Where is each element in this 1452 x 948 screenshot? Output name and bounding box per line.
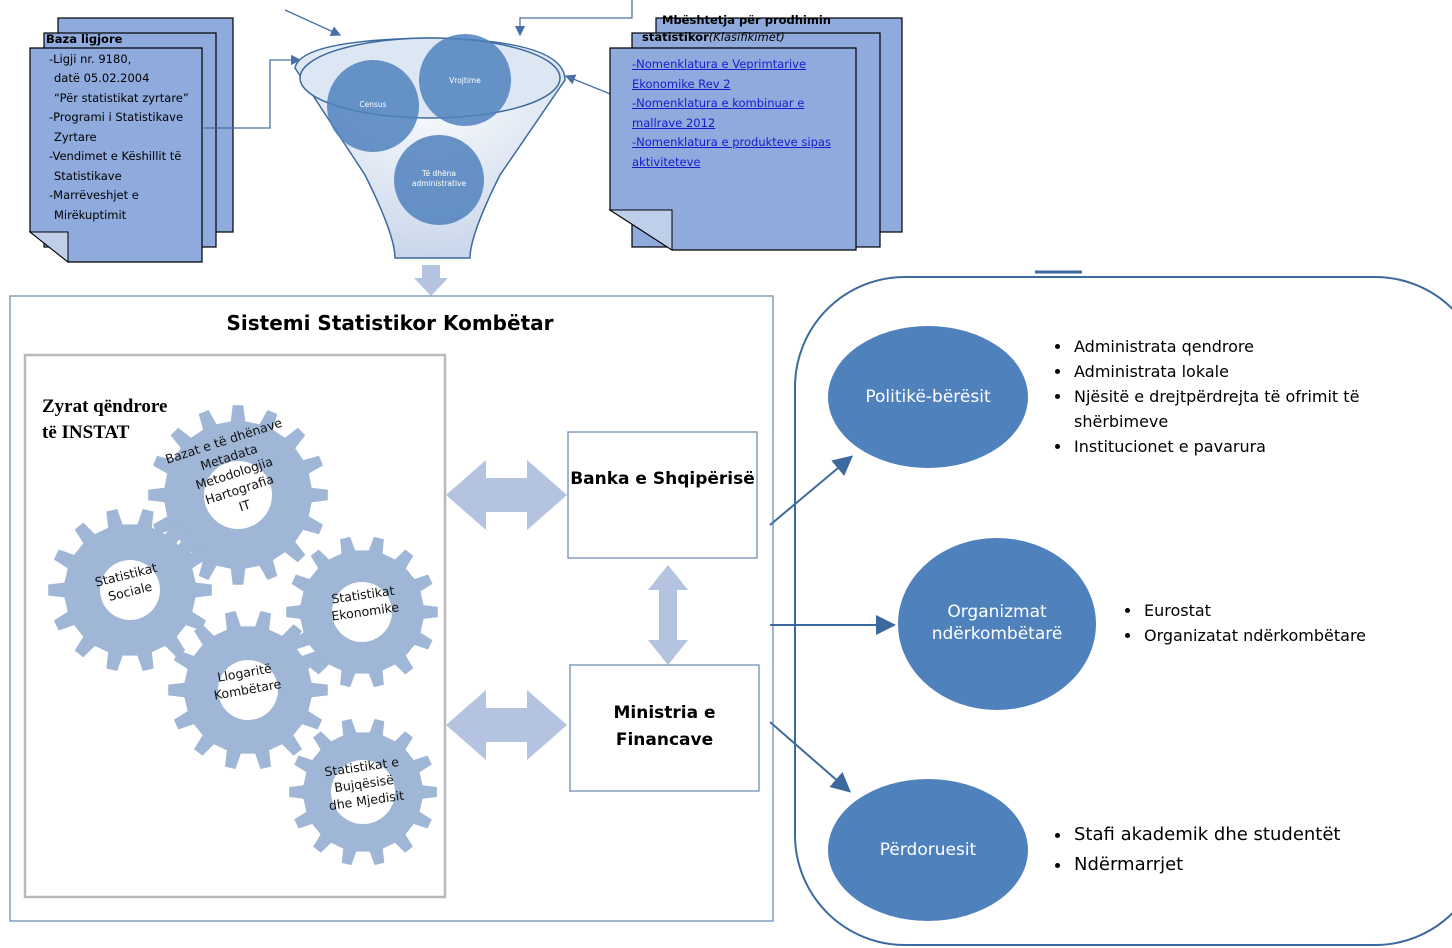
- list-item: Eurostat: [1142, 598, 1442, 623]
- legal-base-document-stack: [28, 17, 234, 264]
- double-arrows: [446, 460, 688, 760]
- instat-title: Zyrat qëndrore të INSTAT: [42, 394, 182, 446]
- gear-social-hub: [100, 560, 160, 620]
- down-arrow: [414, 265, 448, 296]
- classification-link-nace[interactable]: -Nomenklatura e Veprimtarive Ekonomike R…: [632, 57, 807, 91]
- users-list: Stafi akademik dhe studentët Ndërmarrjet: [1052, 820, 1412, 880]
- legal-base-line: Mirëkuptimit: [54, 207, 127, 222]
- classifications-title-italic: (Klasifikimet): [708, 30, 785, 44]
- legal-base-line: -Marrëveshjet e: [49, 188, 139, 202]
- legal-base-line: -Vendimet e Këshillit të: [49, 149, 182, 163]
- legal-base-line: “Për statistikat zyrtare”: [54, 90, 189, 105]
- list-item: Institucionet e pavarura: [1072, 434, 1412, 459]
- classifications-title-line2: statistikor: [642, 30, 709, 44]
- legal-base-line: -Ligji nr. 9180,: [49, 51, 132, 66]
- funnel-census-label: Census: [359, 100, 387, 109]
- list-item: Administrata lokale: [1072, 359, 1412, 384]
- classifications-title: Mbështetja për prodhimin statistikor(Kla…: [640, 12, 850, 46]
- gear-national-accounts-hub: [218, 660, 278, 720]
- international-organizations-circle: Organizmat ndërkombëtarë: [931, 602, 1063, 644]
- national-system-title: Sistemi Statistikor Kombëtar: [226, 311, 554, 335]
- list-item: Administrata qendrore: [1072, 334, 1412, 359]
- international-organizations-list: Eurostat Organizatat ndërkombëtare: [1122, 598, 1442, 648]
- classification-link-cpa[interactable]: -Nomenklatura e produkteve sipas aktivit…: [632, 135, 831, 169]
- list-item: Stafi akademik dhe studentët: [1072, 820, 1412, 850]
- list-item: Organizatat ndërkombëtare: [1142, 623, 1442, 648]
- list-item: Njësitë e drejtpërdrejta të ofrimit të s…: [1072, 384, 1412, 434]
- instat-title-line1: Zyrat qëndrore: [42, 396, 168, 417]
- legal-base-line: datë 05.02.2004: [54, 71, 150, 85]
- classification-link-cn[interactable]: -Nomenklatura e kombinuar e mallrave 201…: [632, 96, 805, 130]
- users-circle: Përdoruesit: [879, 840, 977, 860]
- gear-top-hub: [204, 461, 272, 529]
- legal-base-line: Statistikave: [54, 168, 122, 183]
- policy-makers-circle: Politikë-bërësit: [865, 387, 991, 407]
- legal-base-title: Baza ligjore: [46, 32, 123, 46]
- legal-base-text: Baza ligjore -Ligji nr. 9180, datë 05.02…: [46, 30, 206, 225]
- policy-makers-list: Administrata qendrore Administrata lokal…: [1052, 334, 1412, 459]
- list-item: Ndërmarrjet: [1072, 850, 1412, 880]
- classifications-document-stack: [608, 17, 903, 251]
- classifications-title-line1: Mbështetja për prodhimin: [662, 13, 831, 27]
- funnel-surveys-label: Vrojtime: [449, 76, 481, 85]
- gear-agriculture-hub: [331, 760, 395, 824]
- instat-title-line2: të INSTAT: [42, 422, 130, 443]
- legal-base-line: Zyrtare: [54, 129, 97, 144]
- legal-base-line: -Programi i Statistikave: [49, 110, 184, 124]
- data-sources-funnel: [294, 34, 566, 259]
- funnel-admin-data-label: Të dhëna administrative: [411, 169, 467, 188]
- gear-economic-hub: [332, 582, 392, 642]
- bank-of-albania-box: Banka e Shqipërisë: [570, 469, 755, 489]
- ministry-of-finance-box: Ministria e Financave: [613, 703, 716, 750]
- classifications-links: -Nomenklatura e Veprimtarive Ekonomike R…: [632, 55, 854, 172]
